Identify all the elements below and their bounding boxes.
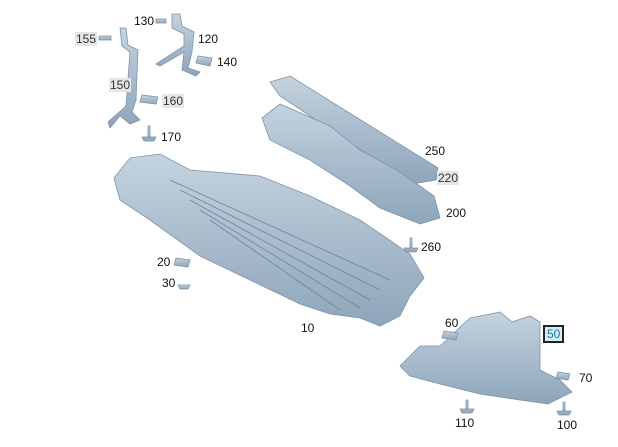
callout-70[interactable]: 70 <box>579 371 593 385</box>
screw-110[interactable] <box>459 399 475 414</box>
callout-120[interactable]: 120 <box>198 32 219 46</box>
screw-100[interactable] <box>556 401 572 416</box>
clip-70[interactable] <box>555 371 571 381</box>
callout-220[interactable]: 220 <box>437 171 460 185</box>
callout-100[interactable]: 100 <box>557 418 578 432</box>
callout-50-selected[interactable]: 50 <box>543 325 565 343</box>
callout-155[interactable]: 155 <box>75 32 98 46</box>
clip-140[interactable] <box>195 55 213 67</box>
callout-10[interactable]: 10 <box>301 321 315 335</box>
callout-140[interactable]: 140 <box>217 55 238 69</box>
callout-160[interactable]: 160 <box>162 94 185 108</box>
callout-170[interactable]: 170 <box>161 130 182 144</box>
callout-20[interactable]: 20 <box>157 255 171 269</box>
bracket-120[interactable] <box>155 13 201 77</box>
callout-30[interactable]: 30 <box>162 276 176 290</box>
bolt-155[interactable] <box>98 35 112 41</box>
callout-200[interactable]: 200 <box>446 206 467 220</box>
callout-150[interactable]: 150 <box>109 78 132 92</box>
callout-130[interactable]: 130 <box>134 14 155 28</box>
callout-260[interactable]: 260 <box>421 240 442 254</box>
callout-250[interactable]: 250 <box>425 144 446 158</box>
crossmember-250[interactable] <box>269 75 439 185</box>
callout-110[interactable]: 110 <box>455 416 475 430</box>
bracket-150[interactable] <box>107 27 141 129</box>
screw-170[interactable] <box>141 125 157 142</box>
bolt-130[interactable] <box>155 18 167 24</box>
screw-30[interactable] <box>177 284 191 290</box>
carrier-200[interactable] <box>261 103 441 225</box>
clip-60[interactable] <box>441 330 459 341</box>
callout-60[interactable]: 60 <box>445 316 459 330</box>
underbody-panel-10[interactable] <box>113 153 425 327</box>
side-panel-50[interactable] <box>399 311 573 405</box>
screw-260[interactable] <box>403 237 419 253</box>
clip-20[interactable] <box>173 257 191 268</box>
clip-160[interactable] <box>139 94 159 105</box>
